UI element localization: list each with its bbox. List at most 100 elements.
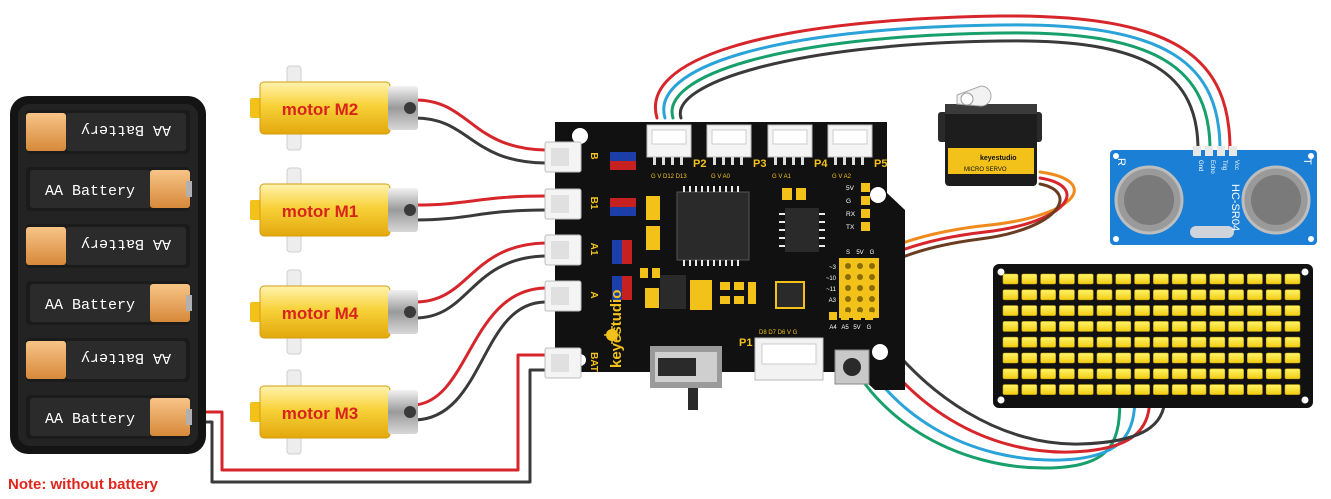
gear-motor: motor M1 bbox=[250, 167, 418, 253]
led-dot bbox=[1284, 368, 1301, 380]
led-dot bbox=[1115, 273, 1132, 285]
header-p2[interactable]: P2G V D12 D13 bbox=[646, 124, 706, 180]
bug-logo-icon bbox=[604, 326, 620, 344]
header-pin[interactable] bbox=[845, 285, 851, 291]
board-brand: keyestudio bbox=[608, 290, 625, 368]
led-dot bbox=[1228, 273, 1244, 285]
led-dot bbox=[1134, 368, 1150, 380]
motor-port-label: B1 bbox=[588, 197, 599, 210]
led-dot bbox=[1115, 305, 1132, 316]
led-dot bbox=[1002, 384, 1019, 395]
serial-pin[interactable] bbox=[861, 183, 870, 192]
header-pin[interactable] bbox=[857, 263, 863, 269]
reset-button[interactable] bbox=[834, 349, 870, 385]
led-dot bbox=[1077, 368, 1094, 380]
led-dot bbox=[1096, 384, 1113, 395]
battery-cell: AA Battery bbox=[26, 281, 192, 325]
led-dot bbox=[1247, 305, 1263, 316]
header-pin[interactable] bbox=[857, 274, 863, 280]
led-dot bbox=[1284, 321, 1301, 332]
led-matrix bbox=[993, 264, 1313, 408]
header-pin[interactable] bbox=[869, 285, 875, 291]
bottom-pin[interactable] bbox=[865, 312, 873, 320]
led-dot bbox=[1134, 336, 1150, 348]
wire-m3-black bbox=[413, 300, 547, 422]
servo-pin-label: ~3 bbox=[829, 265, 837, 271]
header-pin[interactable] bbox=[869, 296, 875, 302]
led-dot bbox=[1040, 321, 1056, 332]
led-dot bbox=[1153, 273, 1169, 285]
header-pin[interactable] bbox=[869, 307, 875, 313]
servo-pin-label: ~11 bbox=[826, 287, 836, 293]
header-pin[interactable] bbox=[869, 274, 875, 280]
bottom-pin[interactable] bbox=[841, 312, 849, 320]
driver-chip bbox=[676, 186, 750, 266]
motor-port-connector[interactable]: B bbox=[544, 141, 599, 173]
gear-motor: motor M2 bbox=[250, 65, 418, 151]
led-dot bbox=[1153, 352, 1169, 364]
header-pin[interactable] bbox=[869, 263, 875, 269]
header-pin[interactable] bbox=[857, 307, 863, 313]
servo-pin-label: ~10 bbox=[826, 276, 837, 282]
motor-port-connector[interactable]: BAT bbox=[544, 347, 599, 379]
ultrasonic-pin-label: Trig bbox=[1221, 160, 1227, 170]
led-dot bbox=[1247, 368, 1263, 380]
serial-pin[interactable] bbox=[861, 209, 870, 218]
led-dot bbox=[1247, 321, 1263, 332]
battery-cell-label: AA Battery bbox=[45, 411, 135, 428]
header-p4[interactable]: P4G V A1 bbox=[767, 124, 828, 180]
led-dot bbox=[1247, 289, 1263, 301]
power-switch[interactable] bbox=[650, 346, 722, 410]
led-dot bbox=[1171, 305, 1188, 316]
header-pin[interactable] bbox=[845, 263, 851, 269]
battery-cell-label: AA Battery bbox=[45, 183, 135, 200]
led-dot bbox=[1265, 321, 1282, 332]
motor-port-label: A bbox=[588, 291, 599, 298]
header-pin-labels: G V D12 D13 bbox=[651, 174, 687, 180]
bottom-pin[interactable] bbox=[853, 312, 861, 320]
led-dot bbox=[1059, 321, 1075, 332]
serial-pin[interactable] bbox=[861, 222, 870, 231]
wire-m1-black bbox=[413, 208, 547, 222]
led-dot bbox=[1153, 384, 1169, 395]
led-dot bbox=[1096, 336, 1113, 348]
led-dot bbox=[1002, 336, 1019, 348]
led-dot bbox=[1059, 384, 1075, 395]
led-dot bbox=[1077, 384, 1094, 395]
wire-m3-red bbox=[413, 286, 547, 407]
header-p3[interactable]: P3G V A0 bbox=[706, 124, 766, 180]
header-pin[interactable] bbox=[845, 307, 851, 313]
header-pin[interactable] bbox=[857, 285, 863, 291]
led-dot bbox=[1115, 352, 1132, 364]
header-p5[interactable]: P5G V A2 bbox=[827, 124, 887, 180]
header-pin[interactable] bbox=[845, 296, 851, 302]
header-pin[interactable] bbox=[857, 296, 863, 302]
motor-port-connector[interactable]: A bbox=[544, 280, 599, 312]
motor-port-connector[interactable]: B1 bbox=[544, 188, 599, 220]
led-dot bbox=[1228, 368, 1244, 380]
motor-label: motor M1 bbox=[282, 202, 359, 221]
led-dot bbox=[1265, 336, 1282, 348]
led-dot bbox=[1134, 384, 1150, 395]
servo-header-label: 5V bbox=[856, 250, 863, 256]
led-dot bbox=[1059, 336, 1075, 348]
serial-pin[interactable] bbox=[861, 196, 870, 205]
led-dot bbox=[1247, 352, 1263, 364]
serial-pin-label: RX bbox=[846, 211, 856, 218]
led-dot bbox=[1134, 321, 1150, 332]
motor-port-connector[interactable]: A1 bbox=[544, 234, 599, 266]
bottom-pin[interactable] bbox=[829, 312, 837, 320]
led-dot bbox=[1171, 384, 1188, 395]
led-dot bbox=[1040, 352, 1056, 364]
led-dot bbox=[1115, 336, 1132, 348]
led-dot bbox=[1077, 336, 1094, 348]
led-dot bbox=[1059, 305, 1075, 316]
header-p1[interactable] bbox=[754, 337, 824, 381]
gear-motor: motor M3 bbox=[250, 369, 418, 455]
led-dot bbox=[1153, 336, 1169, 348]
led-dot bbox=[1096, 352, 1113, 364]
led-dot bbox=[1021, 368, 1038, 380]
header-pin[interactable] bbox=[845, 274, 851, 280]
ultrasonic-t-mark: T bbox=[1301, 158, 1313, 165]
led-dot bbox=[1247, 336, 1263, 348]
